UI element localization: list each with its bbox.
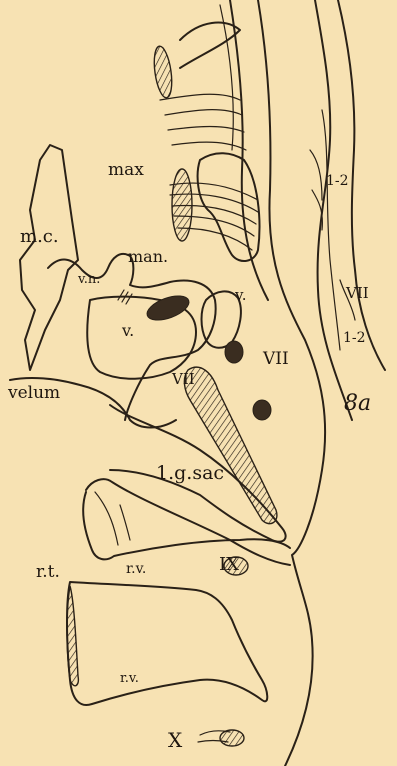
label-vii-right: VII [345,284,369,302]
label-v-upper: v. [234,286,246,304]
label-vii-lower: VII [171,370,195,388]
label-1-2-upper: 1-2 [326,173,349,189]
label-max: max [108,160,144,180]
label-ix: IX [219,554,239,575]
label-vii-center: VII [262,349,289,369]
label-mc: m.c. [20,226,59,247]
label-rv-upper: r.v. [126,561,146,577]
label-rt: r.t. [36,562,60,582]
label-1-2-lower: 1-2 [343,330,366,346]
label-x: X [168,728,183,752]
label-vn: v.n. [77,272,100,287]
label-gill-sac: 1.g.sac [156,462,224,484]
label-rv-lower: r.v. [120,671,139,686]
label-man: man. [128,247,168,266]
label-v-left: v. [121,321,134,340]
label-panel-number: 8a [344,391,371,416]
label-velum: velum [7,383,60,403]
